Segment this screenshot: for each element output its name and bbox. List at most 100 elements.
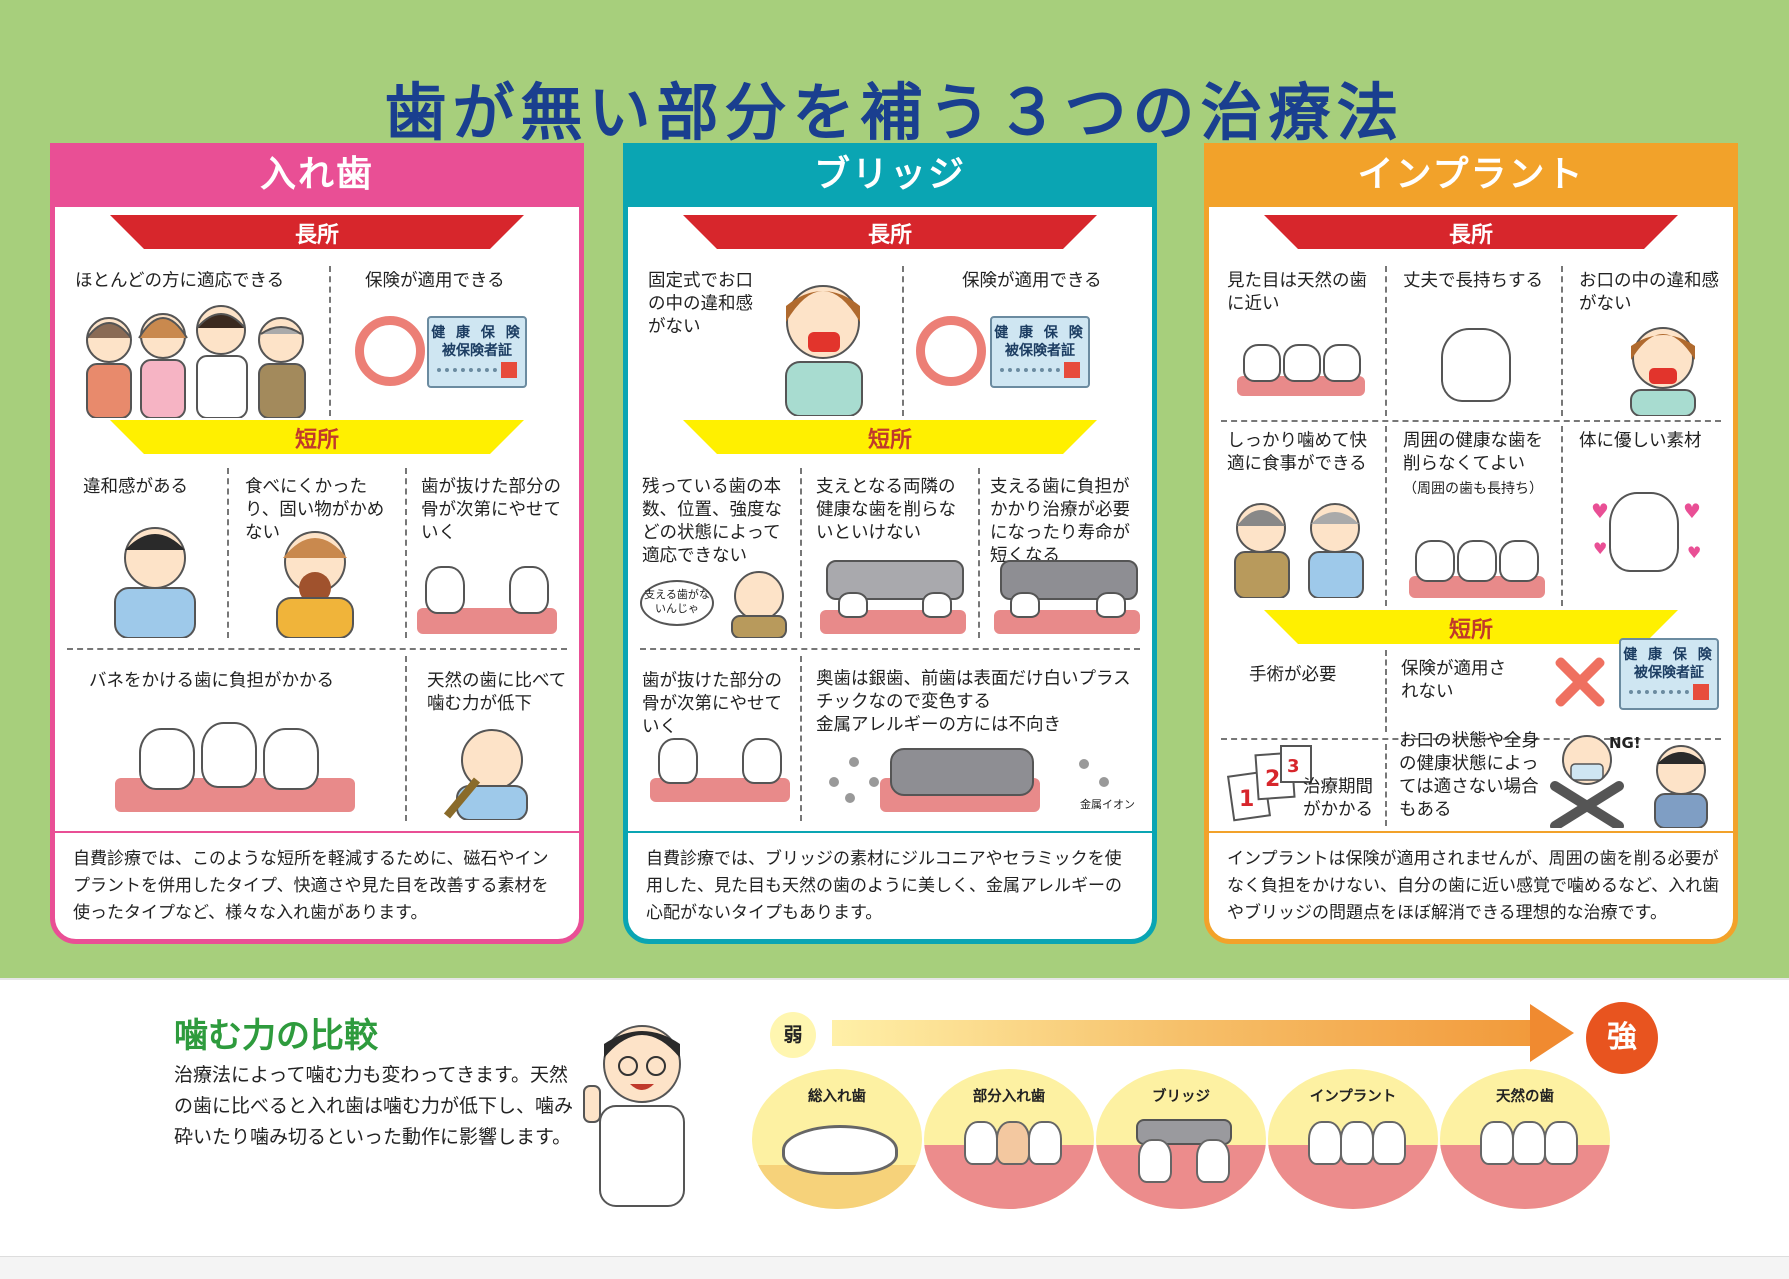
compare-title: 噛む力の比較: [174, 1016, 378, 1056]
advantages-ribbon: [110, 215, 524, 249]
disadvantages-ribbon: [110, 420, 524, 454]
svg-text:♥: ♥: [1683, 499, 1701, 523]
calendar-icon: 1 2 3: [1227, 745, 1312, 822]
divider: [1385, 266, 1387, 416]
implant-note: インプラントは保険が適用されませんが、周囲の歯を削る必要がなく負担をかけない、自…: [1227, 849, 1720, 923]
divider: [978, 468, 980, 638]
compare-item-bridge: ブリッジ: [1096, 1069, 1266, 1209]
strong-label: 強: [1586, 1002, 1658, 1074]
adv-item: 保険が適用できる: [962, 271, 1102, 291]
advantages-label: 長所: [294, 223, 339, 248]
dis-item: 歯が抜けた部分の骨が次第にやせていく: [421, 477, 561, 543]
metal-ions-illustration: [829, 757, 1109, 803]
panel-bridge-title: ブリッジ: [623, 143, 1157, 207]
tooth-icon: [1499, 540, 1539, 582]
speech-bubble: 支える歯がないんじゃ: [640, 580, 714, 626]
doctor-ng-illustration: [1550, 735, 1708, 828]
smiling-woman-illustration: [785, 285, 863, 416]
divider: [67, 648, 567, 650]
svg-text:♥: ♥: [1591, 499, 1609, 523]
dis-item: バネをかける歯に負担がかかる: [89, 671, 334, 691]
tooth-icon: [1283, 344, 1321, 382]
adv-item: 丈夫で長持ちする: [1403, 271, 1543, 291]
svg-text:1: 1: [1239, 787, 1254, 812]
divider: [329, 266, 331, 416]
divider: [800, 656, 802, 821]
disadvantages-ribbon: [683, 420, 1097, 454]
insurance-card-icon: 健 康 保 険 被保険者証: [1619, 638, 1719, 710]
advantages-ribbon: [1264, 215, 1678, 249]
eating-woman-illustration: [276, 531, 354, 638]
tooth-icon: [509, 566, 549, 614]
divider: [1221, 420, 1721, 422]
divider: [1385, 744, 1387, 826]
disadvantages-label: 短所: [294, 428, 339, 453]
silver-crowns: [890, 748, 1034, 796]
tooth-icon: [1010, 592, 1040, 618]
note-divider: [55, 831, 579, 833]
dis-item: 支えとなる両隣の健康な歯を削らないといけない: [816, 477, 956, 543]
divider: [1561, 426, 1563, 606]
cross-icon: [1553, 656, 1605, 708]
tooth-icon: [1457, 540, 1497, 582]
insurance-card-icon: 健 康 保 険 被保険者証: [990, 316, 1090, 388]
dis-item: 奥歯は銀歯、前歯は表面だけ白いプラスチックなので変色する: [816, 669, 1131, 712]
tooth-icon: [742, 738, 782, 784]
dis-item: 残っている歯の本数、位置、強度などの状態によって適応できない: [642, 477, 782, 566]
adv-item: 周囲の健康な歯を削らなくてよい: [1403, 431, 1543, 474]
dis-item: 歯が抜けた部分の骨が次第にやせていく: [642, 671, 782, 737]
struggling-elder-illustration: [443, 729, 528, 820]
adv-item: 見た目は天然の歯に近い: [1227, 271, 1367, 314]
dentist-illustration: [583, 1025, 685, 1207]
svg-text:♥: ♥: [1593, 539, 1607, 558]
bridge-note: 自費診療では、ブリッジの素材にジルコニアやセラミックを使用した、見た目も天然の歯…: [646, 849, 1122, 923]
smiling-woman-illustration: [1630, 327, 1696, 416]
compare-item-full-denture: 総入れ歯: [752, 1069, 922, 1209]
adv-item: ほとんどの方に適応できる: [75, 271, 285, 291]
divider: [1385, 426, 1387, 606]
advantages-ribbon: [683, 215, 1097, 249]
dis-item: 食べにくかったり、固い物がかめない: [245, 477, 385, 543]
dis-item: 天然の歯に比べて噛む力が低下: [427, 671, 567, 714]
adv-item: 保険が適用できる: [365, 271, 505, 291]
tooth-icon: [263, 728, 319, 790]
divider: [405, 468, 407, 638]
bridge-crown: [826, 560, 964, 600]
note-divider: [628, 831, 1152, 833]
dis-item: 手術が必要: [1249, 665, 1337, 685]
panel-implant: インプラント 長所 見た目は天然の歯に近い 丈夫で長持ちする お口の中の違和感が…: [1204, 143, 1738, 944]
panel-implant-title: インプラント: [1204, 143, 1738, 207]
tooth-icon: [425, 566, 465, 614]
arrow-head-icon: [1530, 1004, 1574, 1062]
denture-note: 自費診療では、このような短所を軽減するために、磁石やインプラントを併用したタイプ…: [73, 849, 549, 923]
compare-item-partial-denture: 部分入れ歯: [924, 1069, 1094, 1209]
weak-label: 弱: [770, 1012, 816, 1058]
ok-circle-icon: [355, 316, 425, 386]
insurance-card-icon: 健 康 保 険 被保険者証: [427, 316, 527, 388]
svg-text:♥: ♥: [1687, 543, 1701, 562]
compare-description: 治療法によって噛む力も変わってきます。天然の歯に比べると入れ歯は噛む力が低下し、…: [174, 1064, 574, 1148]
adv-item: しっかり噛めて快適に食事ができる: [1227, 431, 1367, 474]
adv-item: 体に優しい素材: [1579, 431, 1702, 451]
advantages-label: 長所: [1448, 223, 1493, 248]
ng-label: NG!: [1609, 734, 1641, 752]
tooth-icon: [658, 738, 698, 784]
ok-circle-icon: [916, 316, 986, 386]
page-title: 歯が無い部分を補う３つの治療法: [384, 76, 1405, 149]
divider: [1221, 738, 1721, 740]
tooth-icon: [1323, 344, 1361, 382]
tooth-icon: [922, 592, 952, 618]
divider: [1385, 650, 1387, 732]
tooth-icon: [1096, 592, 1126, 618]
tooth-icon: [1415, 540, 1455, 582]
panel-denture-title: 入れ歯: [50, 143, 584, 207]
divider: [800, 468, 802, 638]
panel-denture: 入れ歯 長所 ほとんどの方に適応できる 保険が適用できる 健 康 保 険 被保険…: [50, 143, 584, 944]
divider: [640, 648, 1140, 650]
strength-arrow: [832, 1020, 1532, 1046]
compare-item-implant: インプラント: [1268, 1069, 1438, 1209]
divider: [405, 656, 407, 821]
svg-text:2: 2: [1265, 767, 1280, 792]
tooth-icon: [1441, 328, 1511, 402]
svg-text:3: 3: [1287, 756, 1300, 777]
